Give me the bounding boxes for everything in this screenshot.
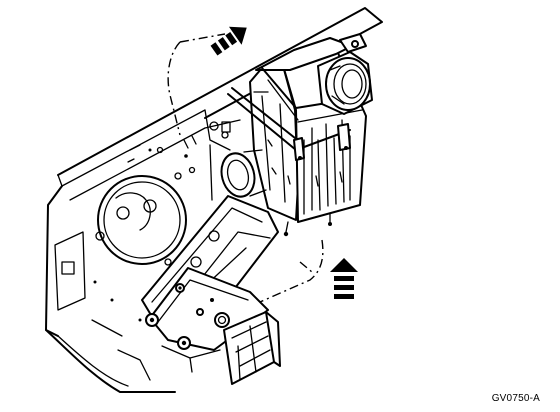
radiator-support-bracket xyxy=(161,311,281,385)
air-cleaner-housing xyxy=(220,33,373,237)
figure-code: GV0750-A xyxy=(491,393,540,404)
install-arrow xyxy=(330,258,358,299)
phantom-outline xyxy=(167,33,324,303)
removal-arrow xyxy=(210,26,247,56)
